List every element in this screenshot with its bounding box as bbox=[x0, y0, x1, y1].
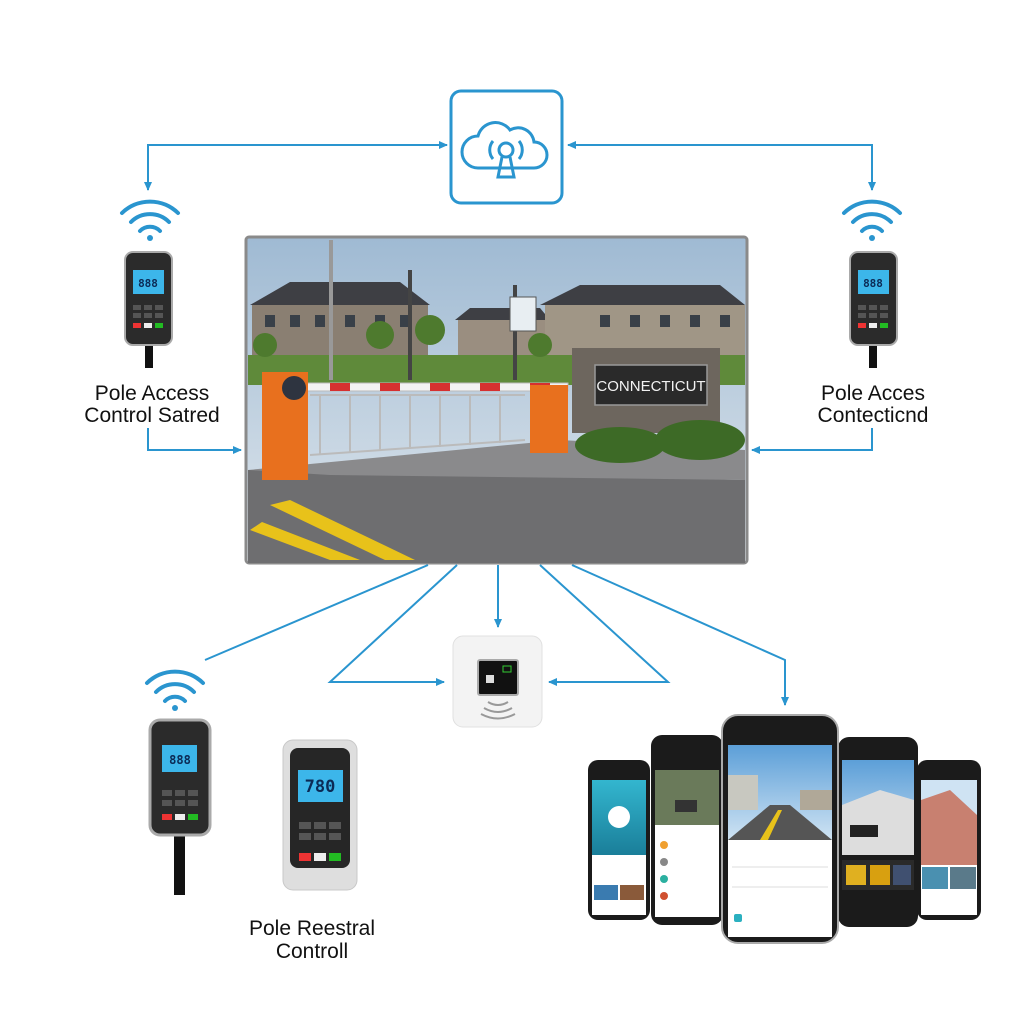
phone-app-screen-main[interactable] bbox=[721, 714, 839, 944]
wifi-icon bbox=[842, 199, 902, 241]
device-label-bottom-line1: Pole Reestral bbox=[249, 917, 375, 940]
phone-app-screen[interactable] bbox=[651, 735, 723, 925]
fence bbox=[309, 394, 526, 456]
gate-photo: CONNECTICUT bbox=[244, 235, 749, 565]
keypad-screen-text: 888 bbox=[138, 277, 158, 290]
device-label-bottom-line2: Controll bbox=[276, 940, 348, 963]
wifi-icon bbox=[145, 669, 205, 711]
cloud-signal-icon bbox=[460, 121, 549, 179]
device-label-top-right-line1: Pole Acces bbox=[821, 382, 925, 405]
mobile-app-phones bbox=[588, 714, 981, 944]
phone-app-screen[interactable] bbox=[838, 737, 918, 927]
wall-reader[interactable] bbox=[452, 635, 543, 728]
keypad-screen-text: 888 bbox=[863, 277, 883, 290]
wifi-icon bbox=[120, 199, 180, 241]
cloud-node[interactable] bbox=[449, 89, 564, 205]
device-label-top-left-line2: Control Satred bbox=[84, 404, 219, 427]
device-label-top-left-line1: Pole Access bbox=[95, 382, 209, 405]
standalone-keypad[interactable]: 780 bbox=[282, 739, 358, 891]
phone-app-screen[interactable] bbox=[588, 760, 650, 920]
keypad-screen-text: 780 bbox=[305, 777, 336, 797]
community-sign-text: CONNECTICUT bbox=[596, 378, 705, 395]
pole-keypad-top-right[interactable]: 888 bbox=[849, 251, 898, 368]
pole-keypad-top-left[interactable]: 888 bbox=[124, 251, 173, 368]
connector-lines bbox=[144, 141, 876, 706]
barrier-post bbox=[530, 385, 568, 453]
keypad-screen-text: 888 bbox=[169, 753, 191, 767]
pole-keypad-bottom-left[interactable]: 888 bbox=[148, 718, 212, 895]
device-label-top-right-line2: Contecticnd bbox=[818, 404, 929, 427]
phone-app-screen[interactable] bbox=[917, 760, 981, 920]
nfc-reader-icon bbox=[480, 701, 516, 720]
